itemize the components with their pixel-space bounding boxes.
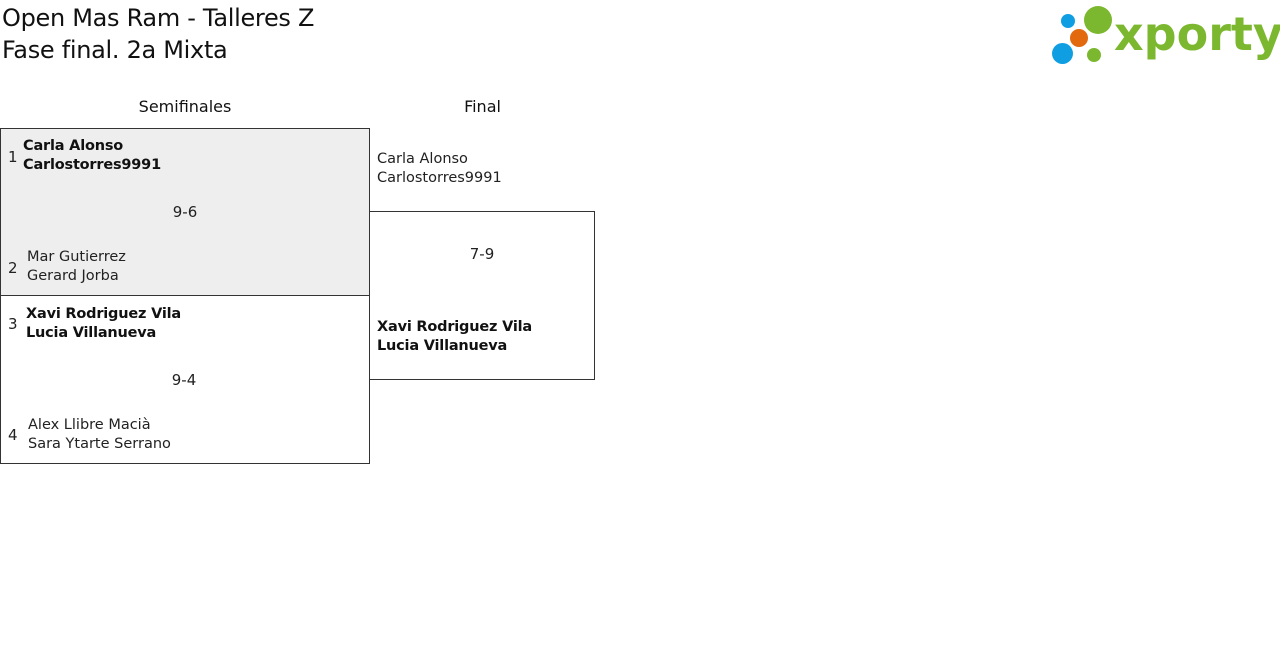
team-seed: 3 (8, 315, 18, 333)
phase-title: Fase final. 2a Mixta (2, 36, 228, 64)
player-name: Lucia Villanueva (26, 325, 157, 341)
page-title: Open Mas Ram - Talleres Z Fase final. 2a… (2, 2, 314, 66)
logo-wordmark: xporty (1114, 7, 1280, 61)
semifinal-match-2[interactable]: 3 Xavi Rodriguez Vila Lucia Villanueva 9… (0, 295, 370, 464)
team-loser: Alex Llibre Macià Sara Ytarte Serrano (28, 416, 171, 454)
player-name: Carla Alonso (23, 138, 124, 154)
team-winner: Carla Alonso Carlostorres9991 (23, 137, 161, 175)
team-seed: 2 (8, 259, 18, 277)
round-header-semifinales: Semifinales (138, 97, 232, 116)
logo-dot-green-large (1084, 6, 1112, 34)
final-match[interactable]: 7-9 Xavi Rodriguez Vila Lucia Villanueva (369, 211, 595, 380)
player-name: Sara Ytarte Serrano (28, 436, 171, 452)
logo-dot-blue-small (1061, 14, 1075, 28)
xporty-logo[interactable]: xporty (1050, 4, 1280, 66)
semifinal-match-1[interactable]: 1 Carla Alonso Carlostorres9991 9-6 2 Ma… (0, 128, 370, 296)
player-name: Lucia Villanueva (377, 338, 508, 354)
final-team-2-winner: Xavi Rodriguez Vila Lucia Villanueva (377, 318, 532, 356)
player-name: Carlostorres9991 (23, 157, 161, 173)
player-name: Gerard Jorba (27, 268, 119, 284)
logo-dot-orange (1070, 29, 1088, 47)
logo-dot-green-small (1087, 48, 1101, 62)
player-name: Alex Llibre Macià (28, 417, 151, 433)
match-score: 9-6 (172, 203, 198, 221)
player-name: Xavi Rodriguez Vila (377, 319, 532, 335)
match-score: 7-9 (469, 245, 495, 263)
match-score: 9-4 (171, 371, 197, 389)
final-team-1: Carla Alonso Carlostorres9991 (377, 150, 502, 188)
round-header-final: Final (464, 97, 501, 116)
player-name: Carla Alonso (377, 151, 468, 167)
player-name: Mar Gutierrez (27, 249, 126, 265)
player-name: Xavi Rodriguez Vila (26, 306, 181, 322)
team-seed: 1 (8, 148, 18, 166)
tournament-title: Open Mas Ram - Talleres Z (2, 4, 315, 32)
team-loser: Mar Gutierrez Gerard Jorba (27, 248, 126, 286)
team-seed: 4 (8, 426, 18, 444)
player-name: Carlostorres9991 (377, 170, 502, 186)
team-winner: Xavi Rodriguez Vila Lucia Villanueva (26, 305, 181, 343)
logo-dot-blue-large (1052, 43, 1073, 64)
